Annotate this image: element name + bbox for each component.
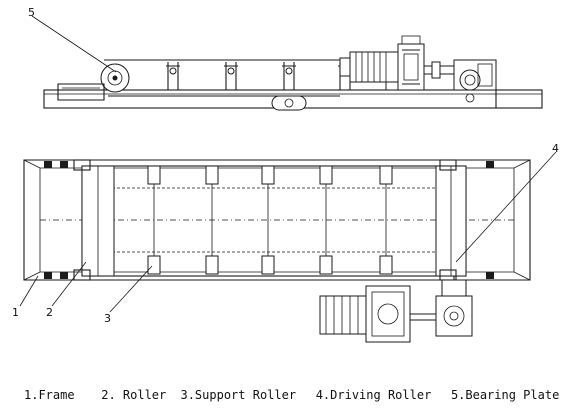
plan-view	[23, 159, 531, 343]
callout-1: 1	[12, 306, 19, 319]
side-return-roller	[271, 95, 307, 111]
callout-4: 4	[552, 142, 559, 155]
plan-drive-unit	[319, 276, 473, 343]
side-elevation-view	[43, 35, 543, 111]
parts-legend: 1.Frame 2. Roller 3.Support Roller 4.Dri…	[24, 388, 564, 410]
legend-support-roller: 3.Support Roller	[180, 388, 297, 402]
callout-5: 5	[28, 6, 35, 19]
legend-roller: 2. Roller	[101, 388, 167, 402]
conveyor-drawing: 5 1 2 3 4	[12, 6, 559, 343]
plan-bearing-blocks	[44, 161, 494, 279]
side-gearbox	[397, 35, 425, 91]
side-belt	[104, 59, 340, 97]
callout-leaders	[19, 15, 557, 313]
plan-support-rollers	[147, 165, 393, 275]
legend-driving-roller: 4.Driving Roller	[315, 388, 432, 402]
side-support-brackets	[166, 62, 352, 90]
side-drive-head	[453, 59, 497, 109]
callout-2: 2	[46, 306, 53, 319]
legend-bearing-plate: 5.Bearing Plate	[450, 388, 560, 402]
plan-frame	[23, 159, 531, 281]
legend-frame: 1.Frame	[24, 388, 75, 402]
plan-end-rollers	[73, 159, 467, 281]
side-motor	[339, 51, 411, 91]
callout-3: 3	[104, 312, 111, 325]
